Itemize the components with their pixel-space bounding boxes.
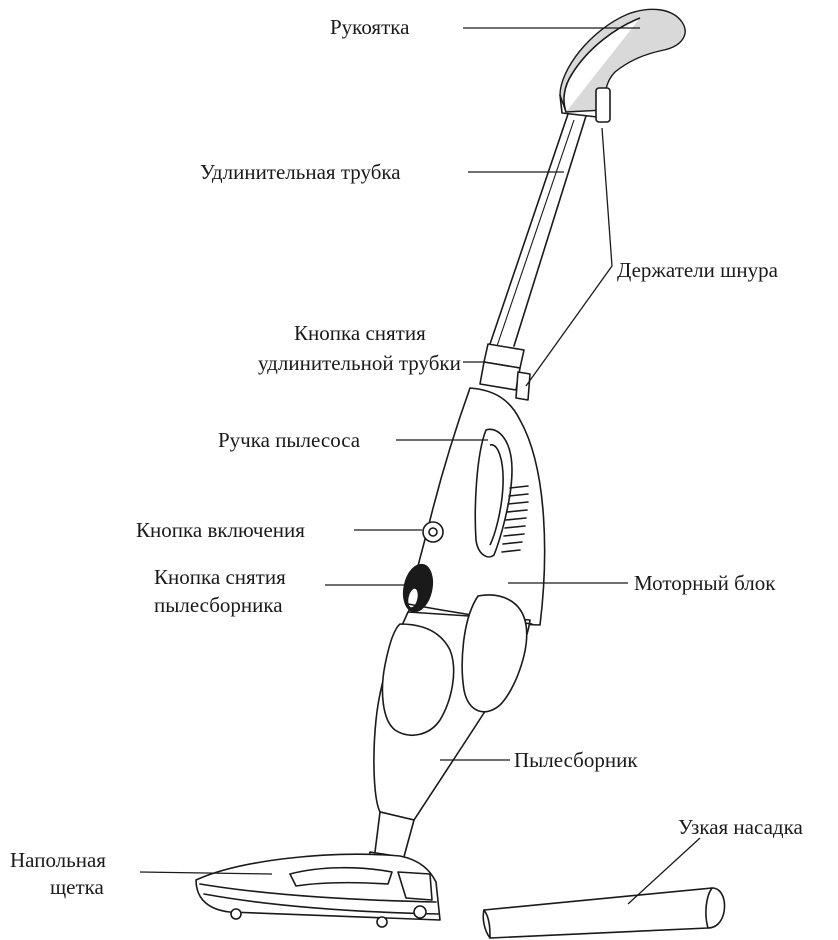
crevice-tool-illustration	[483, 888, 724, 938]
leader-cord-holder-top	[602, 128, 612, 266]
cord-holder-bottom	[516, 372, 530, 400]
label-power-button: Кнопка включения	[136, 518, 305, 542]
label-extension-tube: Удлинительная трубка	[200, 160, 401, 184]
handle-illustration	[560, 9, 685, 122]
power-button-illustration	[423, 522, 443, 542]
extension-tube-illustration	[490, 114, 586, 346]
label-dust-bin: Пылесборник	[514, 748, 638, 772]
label-tube-release-line2: удлинительной трубки	[258, 351, 461, 375]
dust-bin-illustration	[374, 595, 532, 820]
main-body-illustration	[399, 388, 544, 625]
label-floor-brush-line1: Напольная	[10, 848, 106, 872]
label-floor-brush-line2: щетка	[50, 875, 105, 899]
label-vacuum-handle: Ручка пылесоса	[218, 428, 361, 452]
label-cord-holders: Держатели шнура	[617, 258, 779, 282]
label-handle: Рукоятка	[330, 15, 410, 39]
label-crevice-tool: Узкая насадка	[678, 815, 803, 839]
floor-brush-illustration	[196, 854, 440, 927]
label-motor-unit: Моторный блок	[634, 571, 776, 595]
cord-holder-top	[596, 88, 610, 122]
label-bin-release-line1: Кнопка снятия	[154, 565, 286, 589]
leader-cord-holder-bottom	[526, 266, 612, 386]
label-tube-release-line1: Кнопка снятия	[294, 321, 426, 345]
label-bin-release-line2: пылесборника	[154, 593, 283, 617]
